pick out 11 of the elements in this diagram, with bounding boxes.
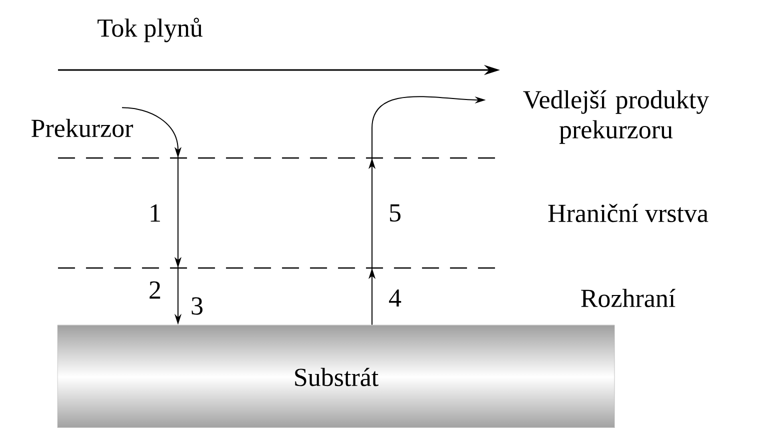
step-number: 3	[192, 297, 202, 315]
precursor-label: Prekurzor	[32, 118, 134, 138]
step-number: 1	[150, 204, 160, 222]
step-number: 4	[389, 289, 402, 307]
region-label: Rozhraní	[581, 288, 676, 308]
title-label: Tok plynů	[98, 18, 202, 42]
byproducts-label: Vedlejší produkty prekurzoru	[523, 90, 710, 144]
substrate-block: Substrát	[57, 324, 615, 428]
step-number: 5	[390, 204, 400, 222]
step-number: 2	[150, 281, 160, 299]
region-label: Hraniční vrstva	[548, 204, 708, 222]
